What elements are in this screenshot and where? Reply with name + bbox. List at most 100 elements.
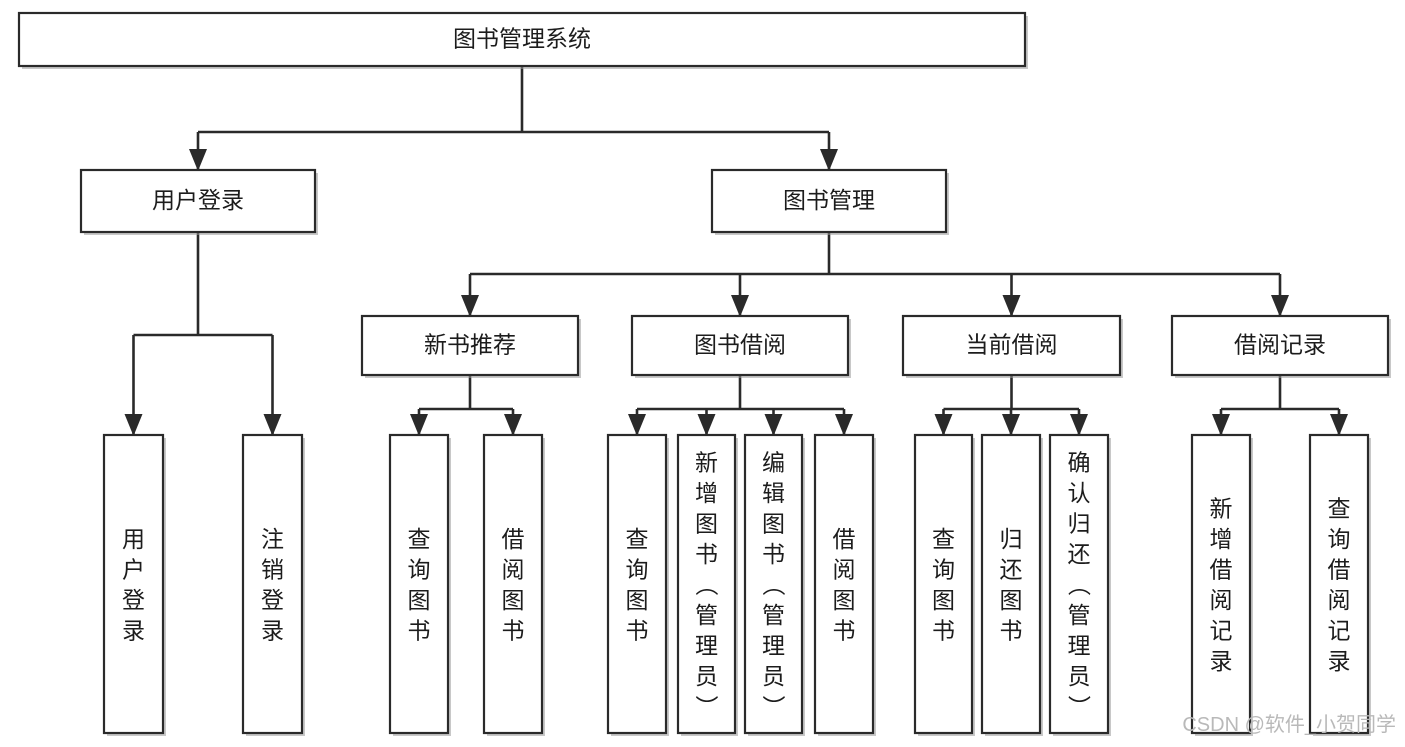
arrow-head-icon — [1330, 414, 1348, 436]
connectors-layer — [124, 66, 1348, 436]
node-label-char: 图 — [502, 587, 525, 613]
node-label-char: 销 — [261, 556, 284, 582]
arrow-head-icon — [835, 414, 853, 436]
node-rect — [980, 433, 1042, 735]
node-label-char: 查 — [626, 526, 649, 552]
node-label-char: 书 — [408, 617, 431, 643]
node-label-char: 辑 — [762, 480, 785, 506]
node-label-char: 归 — [1000, 526, 1023, 552]
node-rect — [630, 314, 850, 377]
node-label-char: 录 — [1210, 648, 1233, 674]
node-rect — [913, 433, 974, 735]
node-rect — [676, 433, 737, 735]
node-label-char: 书 — [932, 617, 955, 643]
node-rect — [1048, 433, 1110, 735]
node-label-char: 还 — [1068, 541, 1091, 567]
node-label-char: 借 — [502, 526, 525, 552]
node-label: 当前借阅 — [966, 332, 1058, 358]
node-label-char: 注 — [261, 526, 284, 552]
node-label-char: 图 — [833, 587, 856, 613]
node-label-char: 认 — [1068, 480, 1091, 506]
node-label-char: 登 — [122, 587, 145, 613]
node-label-char: 图 — [762, 511, 785, 537]
node-label-char: 阅 — [502, 556, 525, 582]
node-label-char: 新 — [1210, 495, 1233, 521]
node-rect — [388, 433, 450, 735]
node-label-char: 增 — [695, 480, 718, 506]
arrow-head-icon — [410, 414, 428, 436]
node-label-char: 管 — [762, 602, 785, 628]
node-label-char: 书 — [1000, 617, 1023, 643]
node-label-char: 员 — [695, 663, 718, 689]
node-book-manage[interactable]: 图书管理 — [710, 168, 949, 235]
node-label-char: 询 — [626, 556, 649, 582]
node-label-char: （ — [694, 573, 720, 596]
node-label-char: 图 — [626, 587, 649, 613]
node-label-char: 理 — [695, 633, 718, 659]
node-label-char: 户 — [122, 556, 145, 582]
node-user-login[interactable]: 用户登录 — [79, 168, 318, 235]
arrow-head-icon — [1002, 295, 1021, 317]
node-label-char: （ — [1066, 573, 1092, 596]
node-label-char: 书 — [502, 617, 525, 643]
node-label: 借阅记录 — [1234, 332, 1326, 358]
node-label-char: 登 — [261, 587, 284, 613]
node-label-char: 图 — [932, 587, 955, 613]
node-current-borrow[interactable]: 当前借阅 — [901, 314, 1123, 378]
node-label-char: 询 — [408, 556, 431, 582]
arrow-head-icon — [189, 149, 207, 171]
node-rect — [79, 168, 317, 234]
node-label-char: 管 — [1068, 602, 1091, 628]
node-label-char: 询 — [932, 556, 955, 582]
node-rect — [360, 314, 580, 377]
node-label-char: （ — [761, 573, 787, 596]
node-user-login-do[interactable]: 用户登录 — [102, 433, 166, 736]
node-label: 图书管理 — [783, 187, 875, 213]
node-label-char: 用 — [122, 526, 145, 552]
arrow-head-icon — [697, 414, 716, 436]
node-rect — [241, 433, 304, 735]
node-label-char: 借 — [1328, 556, 1351, 582]
node-label: 图书借阅 — [694, 332, 786, 358]
arrow-head-icon — [263, 414, 282, 436]
node-label-char: 确 — [1068, 450, 1091, 476]
node-rect — [102, 433, 165, 735]
node-label-char: ） — [694, 695, 720, 718]
node-label-char: 还 — [1000, 556, 1023, 582]
node-rect — [743, 433, 804, 735]
node-label-char: 理 — [1068, 633, 1091, 659]
node-rect — [1190, 433, 1252, 735]
arrow-head-icon — [628, 414, 646, 436]
node-label-char: 新 — [695, 450, 718, 476]
node-label-char: 图 — [1000, 587, 1023, 613]
node-label-char: 查 — [932, 526, 955, 552]
node-rect — [901, 314, 1122, 377]
node-label-char: 图 — [695, 511, 718, 537]
node-new-book-recommend[interactable]: 新书推荐 — [360, 314, 581, 378]
node-root[interactable]: 图书管理系统 — [17, 11, 1028, 69]
node-rect — [710, 168, 948, 234]
arrow-head-icon — [504, 414, 522, 436]
node-label-char: 查 — [1328, 495, 1351, 521]
node-book-borrow[interactable]: 图书借阅 — [630, 314, 851, 378]
node-label-char: 阅 — [1328, 587, 1351, 613]
node-label-char: 书 — [695, 541, 718, 567]
arrow-head-icon — [1002, 414, 1020, 436]
node-borrow-record[interactable]: 借阅记录 — [1170, 314, 1391, 378]
node-label-char: 管 — [695, 602, 718, 628]
node-label: 图书管理系统 — [453, 26, 591, 52]
node-label: 用户登录 — [152, 187, 244, 213]
